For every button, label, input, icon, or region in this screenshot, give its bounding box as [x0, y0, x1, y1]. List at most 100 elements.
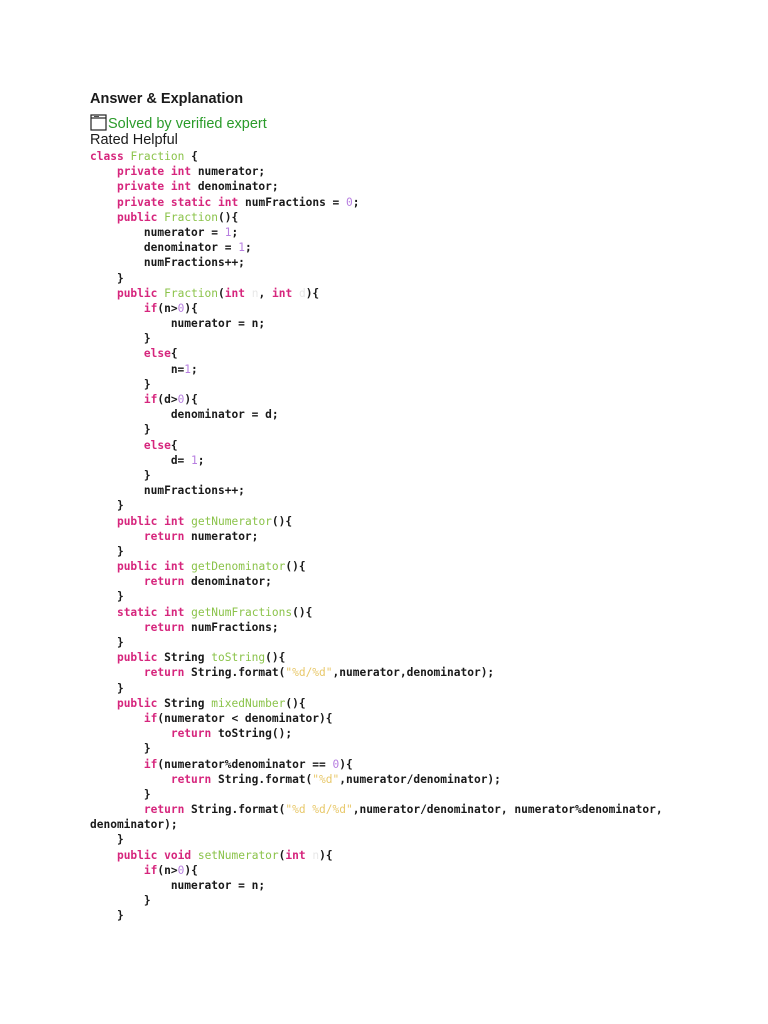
- code-token: else: [143, 438, 171, 452]
- code-token: 0: [346, 195, 353, 209]
- code-token: static: [170, 195, 212, 209]
- code-token: }: [90, 742, 151, 756]
- code-line: numFractions++;: [90, 483, 760, 498]
- code-token: String.format(: [184, 803, 286, 817]
- code-token: }: [90, 271, 124, 285]
- code-token: d=: [90, 453, 192, 467]
- code-token: denominator;: [184, 575, 272, 589]
- code-token: [90, 165, 117, 178]
- code-line: public Fraction(int n, int d){: [90, 286, 760, 301]
- code-token: }: [90, 833, 124, 847]
- code-token: int: [164, 560, 185, 574]
- code-line: class Fraction {: [90, 149, 760, 164]
- code-line: }: [90, 377, 760, 392]
- code-token: return: [143, 666, 185, 680]
- code-line: public int getNumerator(){: [90, 514, 760, 529]
- code-token: return: [170, 727, 212, 741]
- code-token: }: [90, 909, 124, 923]
- code-token: Fraction: [164, 210, 219, 224]
- code-token: 1: [238, 241, 245, 255]
- code-token: (numerator < denominator){: [157, 711, 333, 725]
- code-token: public: [116, 651, 158, 665]
- code-token: }: [90, 590, 124, 604]
- code-line: private static int numFractions = 0;: [90, 195, 760, 210]
- document-icon: [90, 113, 107, 131]
- code-token: return: [143, 575, 185, 589]
- code-token: int: [218, 195, 239, 209]
- code-token: [90, 666, 144, 679]
- code-line: denominator = 1;: [90, 240, 760, 255]
- code-token: (: [218, 286, 225, 300]
- code-token: [292, 287, 299, 300]
- code-line: if(n>0){: [90, 301, 760, 316]
- code-token: getDenominator: [191, 560, 286, 574]
- code-line: if(n>0){: [90, 863, 760, 878]
- code-line: }: [90, 787, 760, 802]
- code-token: (){: [265, 651, 286, 665]
- code-line: }: [90, 681, 760, 696]
- code-line: public void setNumerator(int n){: [90, 848, 760, 863]
- code-line: n=1;: [90, 362, 760, 377]
- code-token: [90, 575, 144, 588]
- code-token: ){: [184, 863, 198, 877]
- code-token: ,numerator/denominator, numerator%denomi…: [352, 803, 663, 817]
- code-token: }: [90, 787, 151, 801]
- code-token: denominator;: [191, 180, 279, 194]
- code-token: numFractions++;: [90, 484, 245, 498]
- code-line: }: [90, 893, 760, 908]
- code-line: }: [90, 741, 760, 756]
- code-token: numerator;: [191, 165, 266, 179]
- code-line: numerator = n;: [90, 316, 760, 331]
- code-token: ;: [191, 362, 198, 376]
- code-token: private: [116, 180, 165, 194]
- code-token: [90, 697, 117, 710]
- code-token: }: [90, 544, 124, 558]
- code-token: 0: [177, 393, 185, 406]
- code-token: String.format(: [184, 666, 286, 680]
- code-token: [90, 651, 117, 664]
- code-token: ;: [197, 453, 205, 467]
- code-token: [90, 712, 144, 725]
- code-token: ;: [244, 241, 252, 255]
- code-token: ;: [352, 195, 360, 209]
- code-line: return String.format("%d",numerator/deno…: [90, 772, 760, 787]
- code-token: (){: [285, 696, 306, 710]
- code-token: int: [164, 514, 185, 528]
- code-token: toString();: [211, 727, 293, 741]
- code-token: [90, 727, 171, 740]
- code-token: (d>: [157, 393, 178, 406]
- code-token: numFractions++;: [90, 256, 245, 270]
- code-token: 0: [332, 757, 340, 771]
- code-token: String.format(: [211, 772, 313, 786]
- code-token: getNumerator: [191, 514, 272, 528]
- code-token: public: [116, 286, 158, 300]
- code-line: public Fraction(){: [90, 210, 760, 225]
- code-token: [90, 606, 117, 619]
- code-token: return: [143, 529, 185, 543]
- code-token: "%d": [312, 772, 340, 786]
- code-token: int: [271, 286, 293, 300]
- verified-label: Solved by verified expert: [108, 116, 267, 132]
- code-token: 1: [184, 362, 192, 376]
- code-token: {: [170, 438, 178, 452]
- answer-heading: Answer & Explanation: [90, 91, 244, 107]
- verified-badge: Solved by verified expert: [90, 112, 267, 132]
- code-line: }: [90, 635, 760, 650]
- code-line: return numerator;: [90, 529, 760, 544]
- code-token: numerator;: [184, 529, 259, 543]
- code-token: ){: [184, 393, 198, 406]
- code-token: (numerator%denominator ==: [157, 757, 333, 771]
- code-line: denominator = d;: [90, 407, 760, 422]
- code-token: public: [116, 848, 158, 862]
- code-line: return numFractions;: [90, 620, 760, 635]
- code-line: }: [90, 832, 760, 847]
- code-token: }: [90, 377, 151, 391]
- code-line: static int getNumFractions(){: [90, 605, 760, 620]
- code-token: ,numerator/denominator);: [339, 772, 501, 786]
- code-line: if(numerator < denominator){: [90, 711, 760, 726]
- code-token: if: [143, 393, 158, 406]
- code-token: (){: [292, 605, 313, 619]
- code-token: public: [116, 514, 158, 528]
- code-line: public int getDenominator(){: [90, 559, 760, 574]
